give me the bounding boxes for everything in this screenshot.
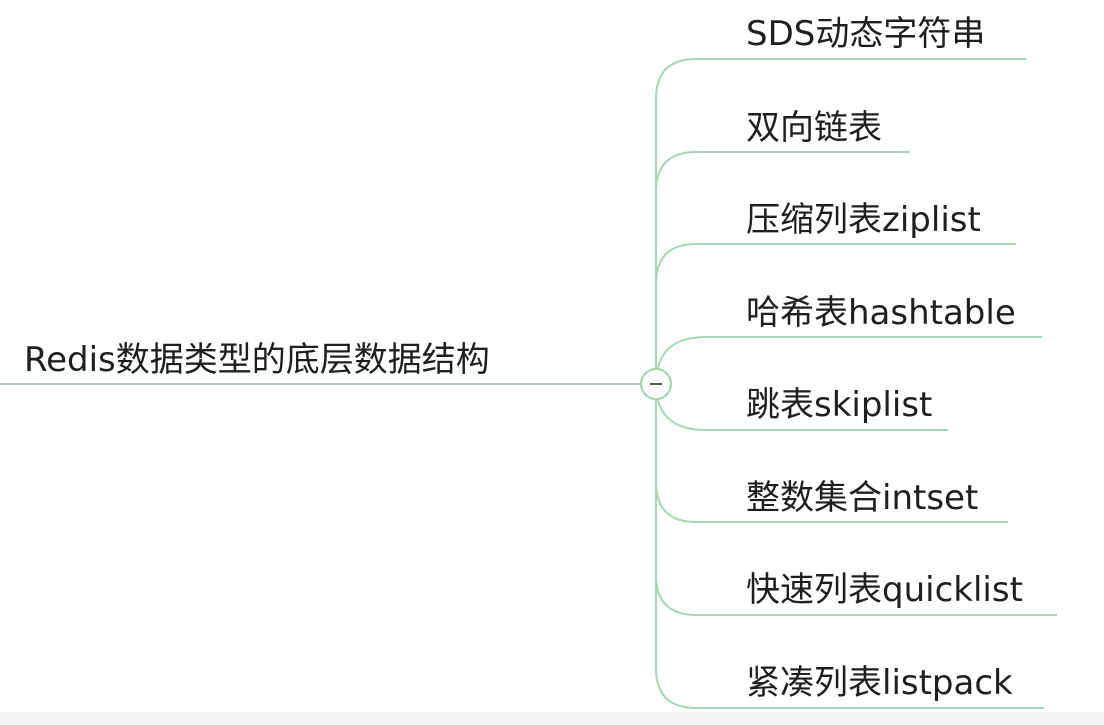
child-node-linked-list[interactable]: 双向链表 <box>746 108 882 148</box>
collapse-toggle-button[interactable] <box>640 368 672 400</box>
child-node-sds[interactable]: SDS动态字符串 <box>746 14 986 54</box>
child-node-skiplist[interactable]: 跳表skiplist <box>746 385 933 425</box>
child-node-listpack[interactable]: 紧凑列表listpack <box>746 663 1013 703</box>
root-node-label[interactable]: Redis数据类型的底层数据结构 <box>24 340 490 380</box>
child-node-hashtable[interactable]: 哈希表hashtable <box>746 293 1016 333</box>
connector-0 <box>655 58 1026 384</box>
connector-7 <box>655 384 1044 709</box>
child-node-intset[interactable]: 整数集合intset <box>746 478 979 518</box>
connector-1 <box>655 151 910 384</box>
child-node-ziplist[interactable]: 压缩列表ziplist <box>746 200 981 240</box>
canvas-bottom-edge <box>0 712 1104 725</box>
connector-3 <box>655 336 1042 385</box>
child-node-quicklist[interactable]: 快速列表quicklist <box>746 570 1023 610</box>
connector-2 <box>655 243 1016 384</box>
minus-icon <box>650 383 662 385</box>
